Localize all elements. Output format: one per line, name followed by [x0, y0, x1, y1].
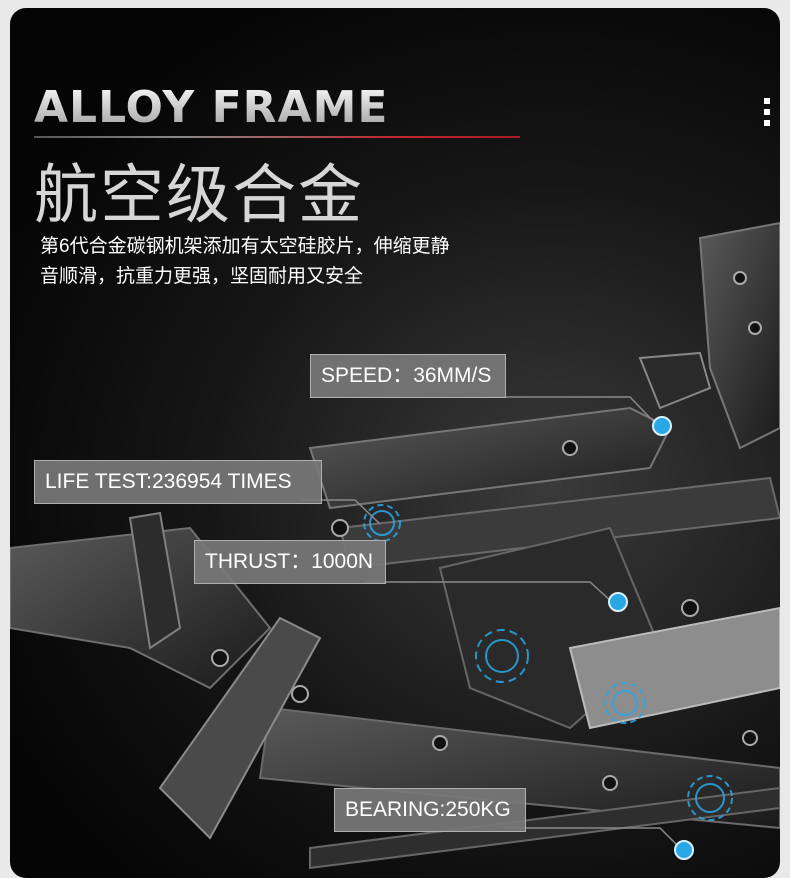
product-card: ALLOY FRAME 航空级合金 第6代合金碳钢机架添加有太空硅胶片，伸缩更静…: [10, 8, 780, 878]
title-divider: [34, 136, 520, 138]
vertical-dots-icon[interactable]: [764, 98, 770, 131]
description-line-2: 音顺滑，抗重力更强，坚固耐用又安全: [40, 266, 364, 287]
spec-label-bearing: BEARING:250KG: [334, 788, 526, 832]
recliner-frame-illustration: [10, 221, 780, 870]
title-english: ALLOY FRAME: [34, 82, 389, 133]
product-description: 第6代合金碳钢机架添加有太空硅胶片，伸缩更静 音顺滑，抗重力更强，坚固耐用又安全: [40, 232, 560, 292]
title-chinese: 航空级合金: [34, 159, 364, 231]
spec-label-thrust: THRUST：1000N: [194, 540, 386, 584]
spec-label-speed: SPEED：36MM/S: [310, 354, 506, 398]
description-line-1: 第6代合金碳钢机架添加有太空硅胶片，伸缩更静: [40, 236, 450, 257]
spec-label-life-test: LIFE TEST:236954 TIMES: [34, 460, 322, 504]
